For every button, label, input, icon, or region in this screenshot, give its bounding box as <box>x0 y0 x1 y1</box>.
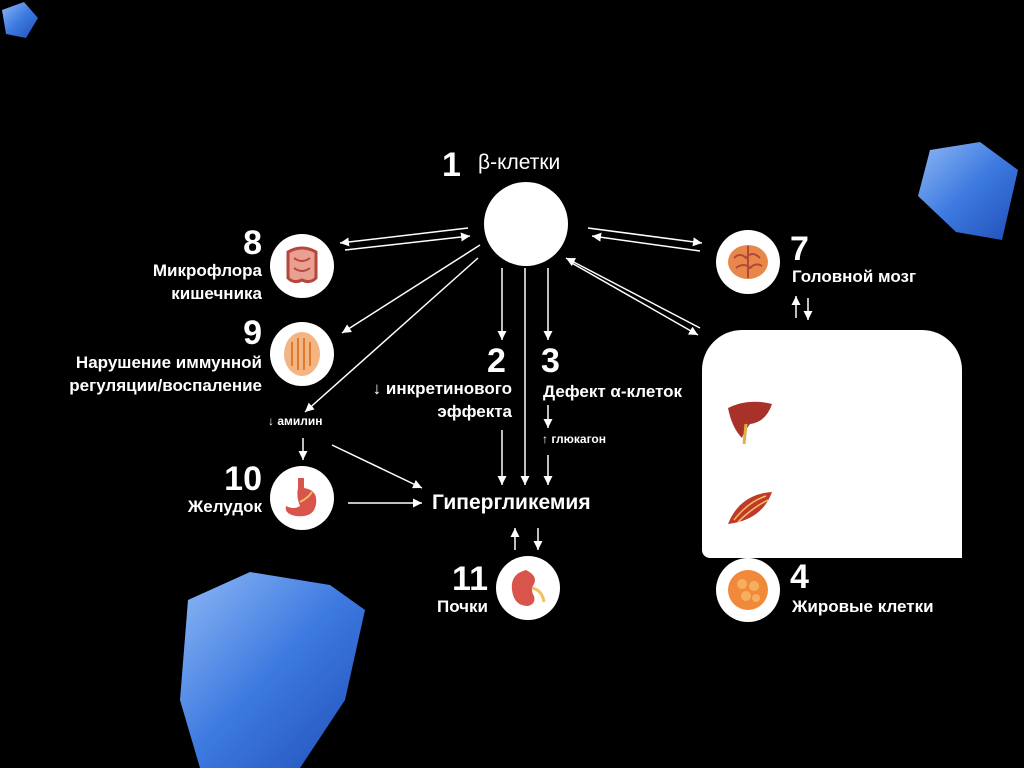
node-9-line2: регуляции/воспаление <box>69 376 262 395</box>
node-9-line1: Нарушение иммунной <box>75 353 262 372</box>
node-3-number: 3 <box>541 342 560 380</box>
gem-small <box>2 2 38 38</box>
gem-large <box>180 572 365 768</box>
muscle-icon <box>722 480 778 536</box>
kidney-icon <box>496 556 560 620</box>
node-7-number: 7 <box>790 230 809 268</box>
node-3-label: Дефект α-клеток <box>543 382 683 401</box>
node-10-label: Желудок <box>187 497 262 516</box>
beta-cell-circle <box>484 182 568 266</box>
node-11-label: Почки <box>436 597 488 616</box>
brain-icon <box>716 230 780 294</box>
intestine-icon <box>270 234 334 298</box>
node-1-number: 1 <box>442 146 461 184</box>
fat-cell-icon <box>716 558 780 622</box>
node-8-line2: кишечника <box>171 284 262 303</box>
node-2-number: 2 <box>487 342 506 380</box>
node-9-number: 9 <box>243 314 262 352</box>
stomach-icon <box>270 466 334 530</box>
node-4-label: Жировые клетки <box>792 597 934 616</box>
immune-cell-icon <box>270 322 334 386</box>
liver-icon <box>722 394 778 450</box>
glucagon-label: ↑ глюкагон <box>542 432 607 446</box>
hyperglycemia-label: Гипергликемия <box>432 491 591 514</box>
node-4-number: 4 <box>790 558 809 596</box>
gem-right <box>918 142 1018 240</box>
node-7-label: Головной мозг <box>792 267 917 286</box>
amylin-label: ↓ амилин <box>268 414 323 428</box>
node-11-number: 11 <box>452 560 488 598</box>
node-2-line2: эффекта <box>437 402 512 421</box>
node-2-line1: ↓ инкретинового <box>372 379 512 398</box>
node-10-number: 10 <box>224 460 262 498</box>
node-8-line1: Микрофлора <box>152 261 262 280</box>
node-1-label: β-клетки <box>478 151 561 174</box>
node-8-number: 8 <box>243 224 262 262</box>
